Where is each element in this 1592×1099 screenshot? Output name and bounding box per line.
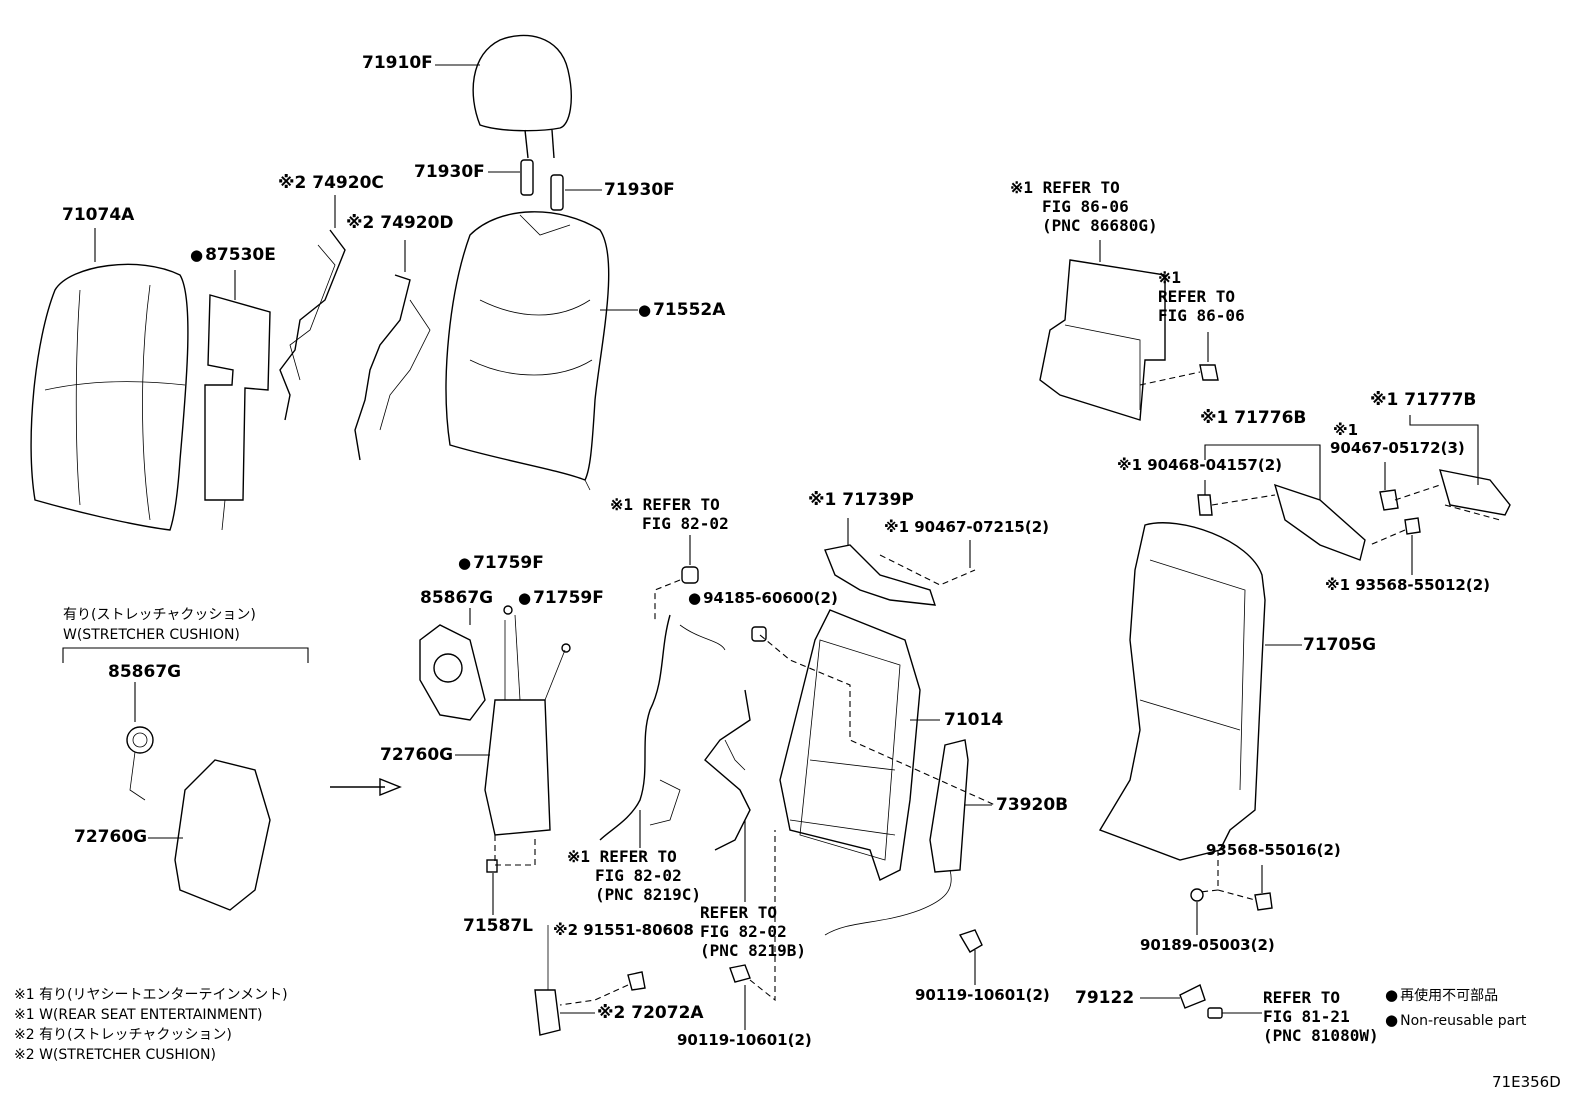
part-label-71759f-top[interactable]: 71759F [458, 553, 544, 573]
ref-line: ※1 REFER TO [1010, 178, 1120, 197]
part-label-90189-05003[interactable]: 90189-05003(2) [1140, 936, 1275, 954]
part-label-90119-lower[interactable]: 90119-10601(2) [677, 1031, 812, 1049]
harness-8219c-drawing [599, 535, 726, 848]
stretcher-option-en: W(STRETCHER CUSHION) [63, 627, 240, 643]
part-label-85867g-lumbar[interactable]: 85867G [420, 588, 494, 608]
lumbar-assembly-drawing [419, 605, 571, 915]
footnote-2-jp: ※2 有り(ストレッチャクッション) [14, 1027, 232, 1043]
refer-fig-82-02-pnc-8219b[interactable]: REFER TO FIG 82-02 (PNC 8219B) [700, 903, 806, 960]
part-label-72760g-lumbar[interactable]: 72760G [380, 745, 454, 765]
ref-line: FIG 86-06 [1158, 306, 1245, 325]
part-label-71759f-right[interactable]: 71759F [518, 588, 604, 608]
back-covers-drawing [1197, 415, 1511, 575]
part-label-90468-04157[interactable]: ※1 90468-04157(2) [1117, 456, 1282, 474]
part-label-74920c[interactable]: ※2 74920C [278, 173, 384, 193]
clip-79122-drawing [1140, 984, 1262, 1019]
refer-fig-86-06-pnc-86680g[interactable]: ※1 REFER TO FIG 86-06 (PNC 86680G) [1010, 178, 1158, 235]
seatback-pad-drawing [445, 211, 638, 491]
part-label-90119-right[interactable]: 90119-10601(2) [915, 986, 1050, 1004]
part-label-94185-60600[interactable]: 94185-60600(2) [688, 588, 838, 608]
screws-lower-drawing [1190, 850, 1273, 935]
headrest-drawing [435, 34, 572, 159]
part-label-71014[interactable]: 71014 [944, 710, 1004, 730]
seatback-cover-drawing [30, 228, 189, 531]
ref-line: ※1 REFER TO [567, 847, 677, 866]
part-label-71074a[interactable]: 71074A [62, 205, 135, 225]
ref-line: FIG 82-02 [642, 514, 729, 533]
rear-entertainment-unit-drawing [1039, 240, 1219, 421]
ref-line: ※1 REFER TO [610, 495, 720, 514]
part-label-90467-05172-mark: ※1 [1333, 421, 1359, 439]
harness-74920-drawing [279, 195, 431, 461]
ref-line: (PNC 8219C) [595, 885, 701, 904]
back-board-drawing [1098, 522, 1302, 861]
part-label-74920d[interactable]: ※2 74920D [346, 213, 454, 233]
bracket-72072a-drawing [534, 925, 646, 1036]
part-label-91551-80608[interactable]: ※2 91551-80608 [553, 921, 694, 939]
part-label-87530e[interactable]: 87530E [190, 245, 276, 265]
footnote-2-en: ※2 W(STRETCHER CUSHION) [14, 1047, 216, 1063]
refer-fig-82-02-top[interactable]: ※1 REFER TO FIG 82-02 [610, 495, 729, 533]
harness-8219b-drawing [704, 689, 751, 902]
part-label-93568-55012[interactable]: ※1 93568-55012(2) [1325, 576, 1490, 594]
headrest-guides-drawing [488, 159, 602, 211]
part-label-90467-07215[interactable]: ※1 90467-07215(2) [884, 518, 1049, 536]
ref-line: FIG 81-21 [1263, 1007, 1350, 1026]
part-label-71776b[interactable]: ※1 71776B [1200, 408, 1307, 428]
ref-line: FIG 82-02 [700, 922, 787, 941]
stretcher-bracket-drawing [62, 647, 402, 911]
part-label-72760g-stretcher[interactable]: 72760G [74, 827, 148, 847]
part-label-73920b[interactable]: 73920B [996, 795, 1069, 815]
figure-code: 71E356D [1492, 1073, 1561, 1091]
legend-non-reusable-en: Non-reusable part [1385, 1010, 1526, 1031]
part-label-71910f[interactable]: 71910F [362, 53, 433, 73]
part-label-79122[interactable]: 79122 [1075, 988, 1135, 1008]
part-label-85867g-stretcher[interactable]: 85867G [108, 662, 182, 682]
footnote-1-en: ※1 W(REAR SEAT ENTERTAINMENT) [14, 1007, 263, 1023]
part-label-93568-55016[interactable]: 93568-55016(2) [1206, 841, 1341, 859]
ref-line: ※1 [1158, 268, 1182, 287]
ref-line: (PNC 81080W) [1263, 1026, 1379, 1045]
part-label-71739p[interactable]: ※1 71739P [808, 490, 914, 510]
stretcher-option-jp: 有り(ストレッチャクッション) [63, 607, 256, 623]
refer-fig-81-21-pnc-81080w[interactable]: REFER TO FIG 81-21 (PNC 81080W) [1263, 988, 1379, 1045]
part-label-71777b[interactable]: ※1 71777B [1370, 390, 1477, 410]
part-label-71587l[interactable]: 71587L [463, 916, 533, 936]
ref-line: FIG 82-02 [595, 866, 682, 885]
part-label-71552a[interactable]: 71552A [638, 300, 725, 320]
seat-heater-drawing [204, 270, 271, 531]
ref-line: FIG 86-06 [1042, 197, 1129, 216]
ref-line: REFER TO [1158, 287, 1236, 306]
refer-fig-82-02-pnc-8219c[interactable]: ※1 REFER TO FIG 82-02 (PNC 8219C) [567, 847, 701, 904]
part-label-71705g[interactable]: 71705G [1303, 635, 1377, 655]
bracket-71739p-drawing [824, 518, 976, 606]
legend-non-reusable-jp: 再使用不可部品 [1385, 985, 1498, 1006]
bolts-90119-drawing [729, 830, 983, 1030]
ref-line: (PNC 8219B) [700, 941, 806, 960]
footnote-1-jp: ※1 有り(リヤシートエンターテインメント) [14, 987, 288, 1003]
ref-line: (PNC 86680G) [1042, 216, 1158, 235]
ref-line: REFER TO [1263, 988, 1341, 1007]
seat-frame-drawing [751, 609, 996, 881]
part-label-72072a[interactable]: ※2 72072A [597, 1003, 704, 1023]
part-label-71930f-right[interactable]: 71930F [604, 180, 675, 200]
refer-fig-86-06[interactable]: ※1 REFER TO FIG 86-06 [1158, 268, 1245, 325]
part-label-71930f-left[interactable]: 71930F [414, 162, 485, 182]
ref-line: REFER TO [700, 903, 778, 922]
part-label-90467-05172[interactable]: 90467-05172(3) [1330, 439, 1465, 457]
side-airbag-drawing [824, 739, 992, 936]
